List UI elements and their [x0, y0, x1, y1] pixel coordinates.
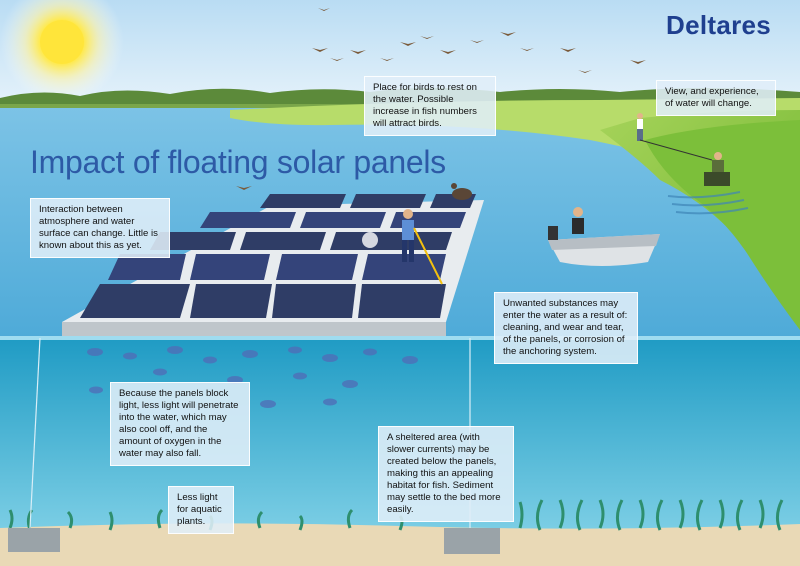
worker-figure [402, 209, 443, 285]
note-view: View, and experience, of water will chan… [656, 80, 776, 116]
note-aquatic-plants: Less light for aquatic plants. [168, 486, 234, 534]
solar-panels [80, 194, 476, 318]
bird-on-platform [451, 183, 472, 200]
deltares-logo: Deltares [666, 10, 772, 40]
anchor-block-left [8, 528, 60, 552]
people-on-bank [637, 113, 730, 186]
note-sheltered-area: A sheltered area (with slower currents) … [378, 426, 514, 522]
note-birds: Place for birds to rest on the water. Po… [364, 76, 496, 136]
boat [548, 207, 660, 266]
birds [236, 8, 646, 190]
note-light: Because the panels block light, less lig… [110, 382, 250, 466]
anchor-block-right [444, 528, 500, 554]
note-unwanted-substances: Unwanted substances may enter the water … [494, 292, 638, 364]
lake-bed [0, 523, 800, 566]
note-atmosphere: Interaction between atmosphere and water… [30, 198, 170, 258]
page-title: Impact of floating solar panels [30, 144, 446, 180]
fish-school [87, 346, 418, 408]
